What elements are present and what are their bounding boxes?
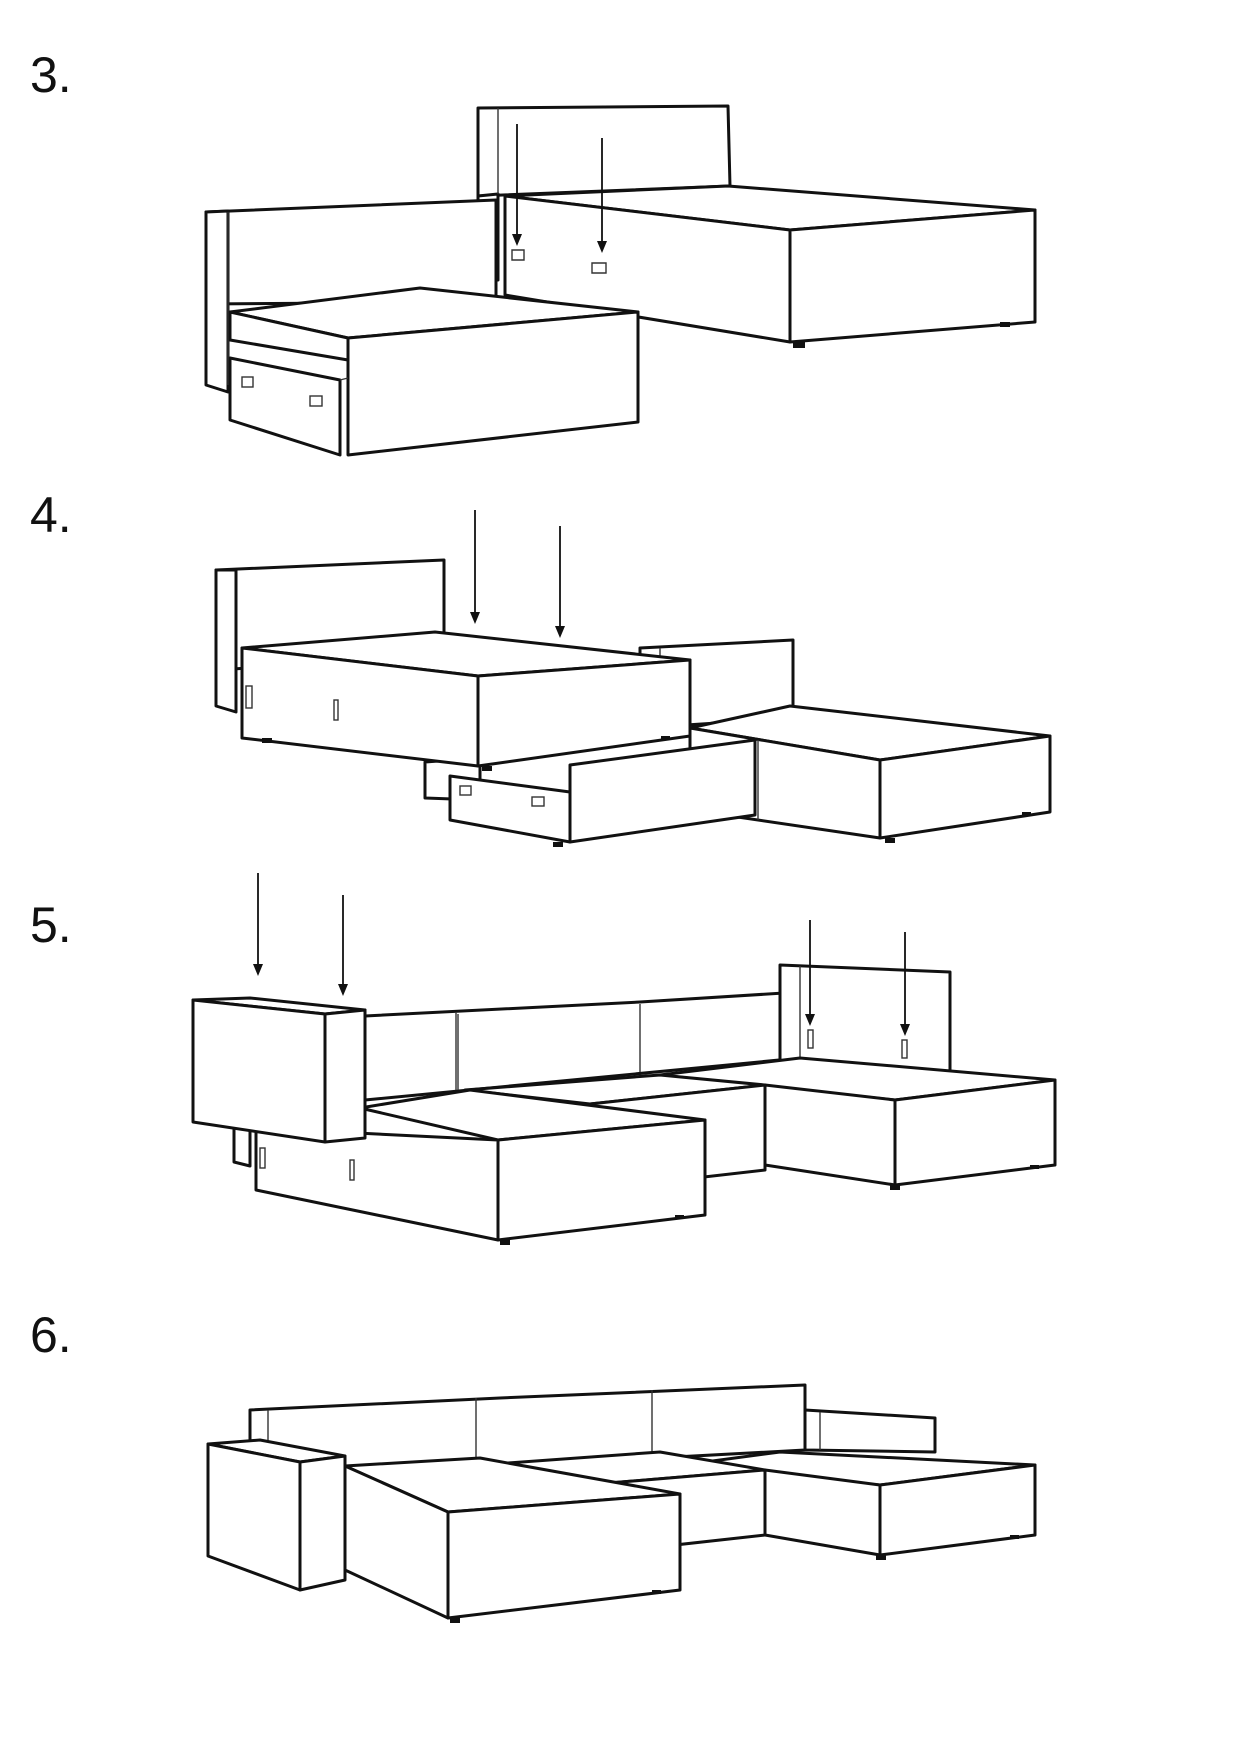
down-arrow-icon [555,526,565,638]
step-number: 6. [30,1307,72,1363]
step-number: 5. [30,897,72,953]
step-number: 3. [30,47,72,103]
down-arrow-icon [338,895,348,996]
down-arrow-icon [900,932,910,1036]
seat-module [240,630,692,771]
bracket-icon [511,249,607,274]
seat-module-with-drawer [423,738,757,847]
chaise-module [343,1456,682,1623]
down-arrow-icon [512,124,522,246]
armrest-module [191,996,367,1144]
down-arrow-icon [253,873,263,976]
step-3-illustration [204,104,1037,457]
down-arrow-icon [470,510,480,624]
step-4-illustration [214,510,1052,847]
step-5-illustration [191,873,1057,1245]
chaise-module-with-drawer [232,1088,707,1245]
seat-module-with-drawer [228,286,640,457]
step-number: 4. [30,487,72,543]
armrest-module [778,963,952,1074]
chaise-module [658,1056,1057,1190]
backrest-panel [204,198,498,394]
down-arrow-icon [597,138,607,253]
chaise-module [658,1450,1037,1560]
step-6-illustration [206,1383,1037,1623]
chaise-module [688,704,1052,843]
down-arrow-icon [805,920,815,1026]
armrest-module [206,1438,347,1592]
armrest-module [803,1408,937,1454]
